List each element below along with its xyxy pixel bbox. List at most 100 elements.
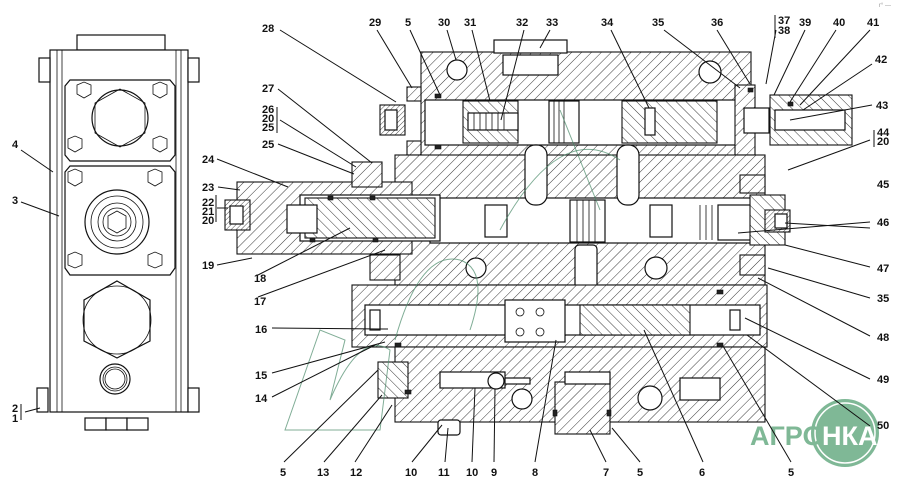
side-bolt-tr: [187, 57, 200, 83]
label-part-35-top: 35: [652, 17, 664, 29]
label-part-30: 30: [438, 17, 450, 29]
label-part-4: 4: [12, 139, 19, 151]
label-part-15: 15: [255, 370, 267, 382]
label-part-5-b3: 5: [788, 467, 794, 479]
logo-text-left: АГРО: [750, 421, 823, 451]
part-34-piston: [621, 100, 718, 144]
side-bolt-br: [187, 387, 200, 413]
lower-hex-plug: [83, 280, 151, 359]
label-part-46: 46: [877, 217, 889, 229]
part-48-ring: [739, 254, 766, 276]
label-part-10a: 10: [405, 467, 417, 479]
part-32-spring: [467, 112, 519, 131]
middle-port: [84, 189, 150, 255]
label-part-17: 17: [254, 296, 266, 308]
label-part-7: 7: [603, 467, 609, 479]
label-part-5-b2: 5: [637, 467, 643, 479]
part-7-body: [554, 381, 611, 435]
agronka-logo: АГРО НКА: [750, 399, 879, 467]
part-16-spring: [369, 309, 381, 331]
label-part-20b: 20: [202, 215, 214, 227]
label-part-12: 12: [350, 467, 362, 479]
part-6-spool: [579, 304, 691, 336]
label-part-27: 27: [262, 83, 274, 95]
label-part-19: 19: [202, 260, 214, 272]
label-part-41: 41: [867, 17, 879, 29]
part-8-sleeve: [504, 299, 566, 343]
label-part-5-b1: 5: [280, 467, 286, 479]
part-17-bracket: [369, 254, 401, 281]
label-part-2: 2: [12, 403, 18, 415]
label-part-47: 47: [877, 263, 889, 275]
side-view: [36, 34, 200, 431]
label-part-1: 1: [12, 413, 18, 425]
part-11-plug: [437, 419, 461, 436]
label-part-50: 50: [877, 420, 889, 432]
label-part-20c: 20: [877, 136, 889, 148]
label-part-38: 38: [778, 25, 790, 37]
label-part-36: 36: [711, 17, 723, 29]
label-part-13: 13: [317, 467, 329, 479]
part-9-ball: [487, 372, 505, 390]
label-part-28: 28: [262, 23, 274, 35]
part-34-spring: [644, 107, 656, 136]
logo-circle: [811, 399, 879, 467]
label-part-14: 14: [255, 393, 268, 405]
label-part-29: 29: [369, 17, 381, 29]
part-39-spring: [743, 107, 770, 134]
side-top-boss: [76, 34, 166, 51]
label-part-24: 24: [202, 154, 215, 166]
corner-mark: r° —: [878, 3, 891, 9]
leader-lines: [20, 15, 875, 463]
logo-text-right: НКА: [822, 421, 877, 451]
part-43-pin: [774, 109, 846, 131]
label-part-6: 6: [699, 467, 705, 479]
side-bolt-tl: [38, 57, 51, 83]
part-labels: 4 3 2 1 28 29 5 30 31 32 33 34 35 36 37 …: [12, 15, 890, 479]
label-part-40: 40: [833, 17, 845, 29]
label-part-37: 37: [778, 15, 790, 27]
label-part-22: 22: [202, 197, 214, 209]
middle-flange-bolt-icons: [67, 168, 163, 269]
label-part-42: 42: [875, 54, 887, 66]
upper-flange-bolt-icons: [67, 81, 168, 153]
label-part-11: 11: [438, 467, 450, 479]
main-spool-land: [569, 199, 606, 243]
label-part-49: 49: [877, 374, 889, 386]
label-part-10b: 10: [466, 467, 478, 479]
part-13-plug: [377, 361, 409, 399]
label-part-39: 39: [799, 17, 811, 29]
part-49-spring: [729, 309, 741, 331]
label-part-44: 44: [877, 127, 890, 139]
label-part-43: 43: [876, 100, 888, 112]
part-46-plug: [717, 204, 755, 241]
label-part-35-right: 35: [877, 293, 889, 305]
label-part-26: 26: [262, 104, 274, 116]
part-25-bracket: [351, 161, 383, 188]
label-part-16: 16: [255, 324, 267, 336]
label-part-5-top: 5: [405, 17, 411, 29]
watermark: [284, 109, 621, 431]
main-section: [224, 39, 853, 436]
label-part-20a: 20: [262, 113, 274, 125]
label-part-25a: 25: [262, 122, 274, 134]
label-part-48: 48: [877, 332, 889, 344]
label-part-21: 21: [202, 206, 214, 218]
label-part-34: 34: [601, 17, 614, 29]
label-part-18: 18: [254, 273, 266, 285]
label-part-45: 45: [877, 179, 889, 191]
label-part-25b: 25: [262, 139, 274, 151]
side-bolt-bl: [36, 387, 49, 413]
label-part-33: 33: [546, 17, 558, 29]
drain-plug: [99, 363, 131, 395]
label-part-23: 23: [202, 182, 214, 194]
label-part-32: 32: [516, 17, 528, 29]
upper-port-nut: [91, 89, 149, 147]
label-part-3: 3: [12, 195, 18, 207]
label-part-31: 31: [464, 17, 476, 29]
part-18-piston: [304, 197, 436, 239]
label-part-9: 9: [491, 467, 497, 479]
label-part-8: 8: [532, 467, 538, 479]
port-cap-33: [493, 39, 568, 54]
